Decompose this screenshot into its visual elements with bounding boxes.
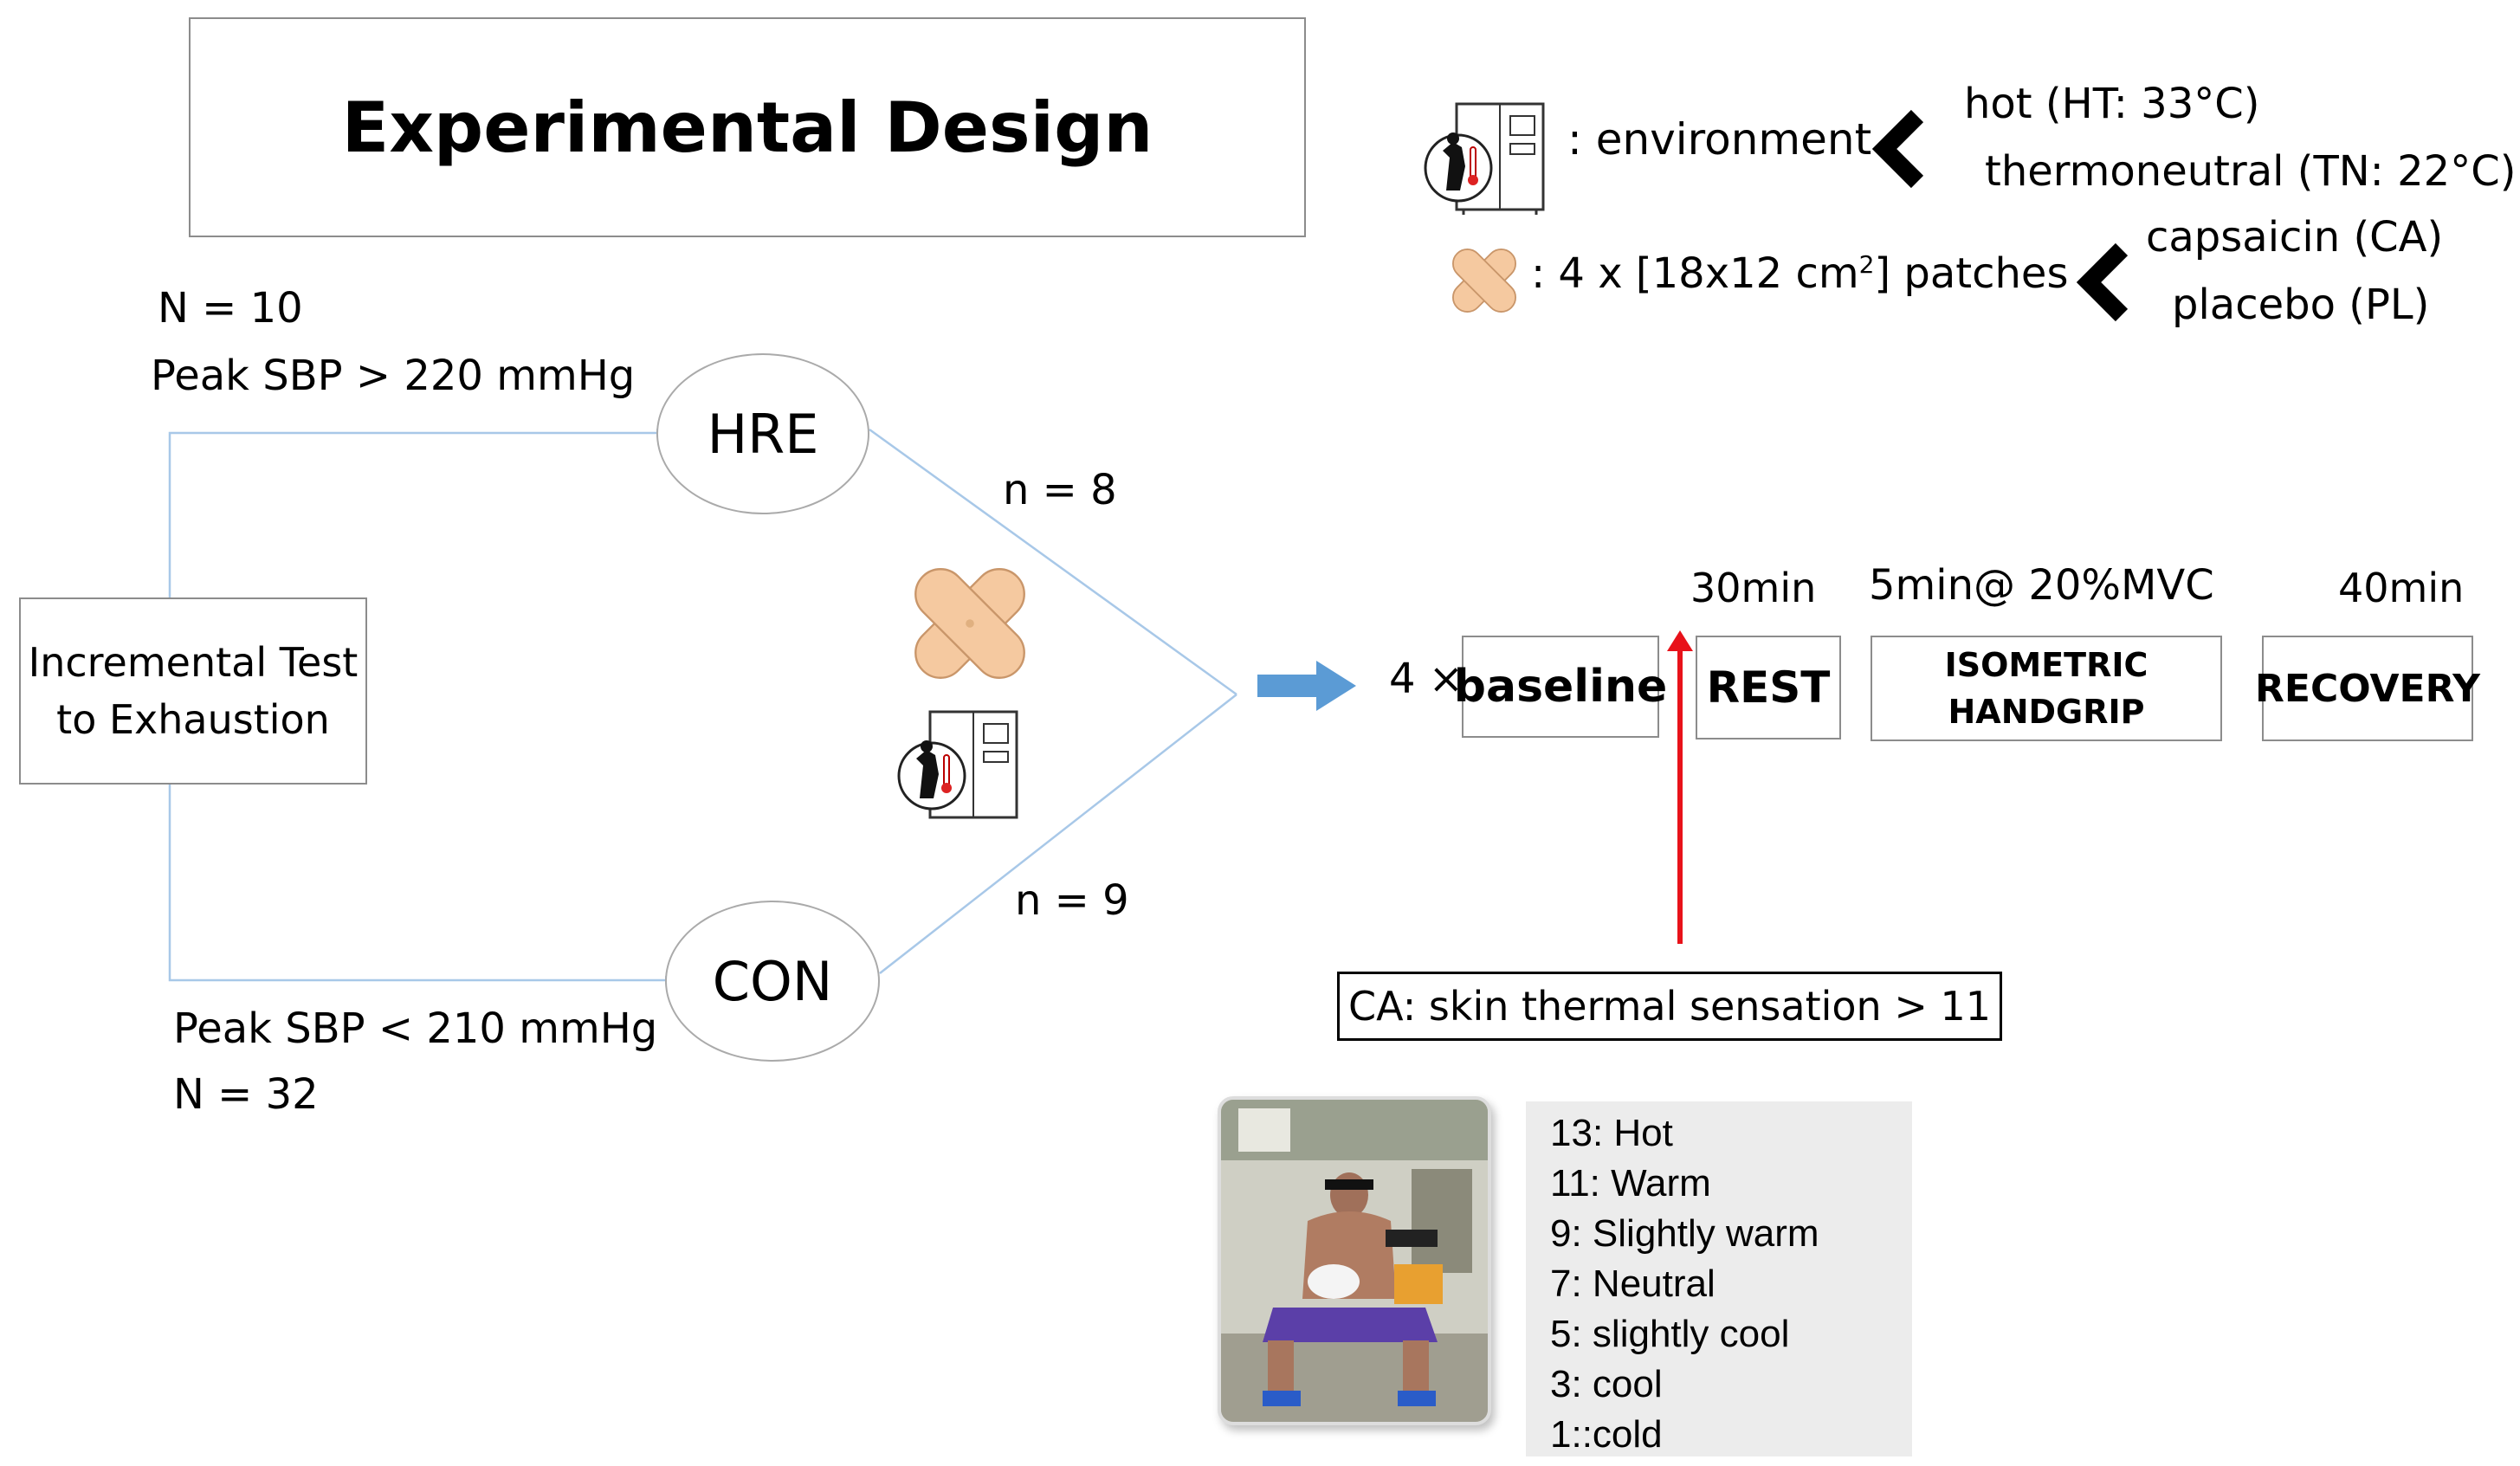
hre-criterion: Peak SBP > 220 mmHg — [151, 352, 636, 400]
con-label: CON — [712, 949, 833, 1013]
hre-ellipse: HRE — [656, 353, 869, 514]
incremental-test-box: Incremental Test to Exhaustion — [19, 597, 367, 785]
rest-label: REST — [1706, 662, 1831, 713]
con-group-n: N = 32 — [173, 1070, 319, 1119]
chevron-environment-icon — [1871, 109, 1924, 189]
hre-label: HRE — [707, 402, 819, 466]
criterion-label: CA: skin thermal sensation > 11 — [1347, 983, 1992, 1030]
baseline-label: baseline — [1453, 661, 1668, 713]
con-criterion: Peak SBP < 210 mmHg — [173, 1004, 658, 1053]
patch-label: : 4 x [18x12 cm2] patches — [1531, 249, 2069, 298]
test-box-line1: Incremental Test — [28, 639, 359, 686]
criterion-box: CA: skin thermal sensation > 11 — [1337, 972, 2002, 1041]
patch-icon-center — [914, 568, 1025, 679]
recovery-box: RECOVERY — [2255, 636, 2480, 741]
test-box-line2: to Exhaustion — [56, 696, 330, 743]
patch-option-placebo: placebo (PL) — [2172, 281, 2430, 329]
recovery-duration: 40min — [2338, 565, 2465, 611]
env-option-hot: hot (HT: 33°C) — [1964, 80, 2260, 128]
patch-icon — [1452, 249, 1516, 313]
hre-subset-n: n = 8 — [1003, 466, 1117, 514]
con-ellipse: CON — [665, 901, 880, 1062]
scale-item: 5: slightly cool — [1550, 1313, 1790, 1355]
rest-box: REST — [1696, 636, 1841, 739]
env-option-thermoneutral: thermoneutral (TN: 22°C) — [1985, 147, 2517, 196]
handgrip-label-1: ISOMETRIC — [1944, 646, 2148, 684]
con-subset-n: n = 9 — [1015, 876, 1129, 925]
scale-item: 13: Hot — [1550, 1112, 1673, 1154]
handgrip-label-2: HANDGRIP — [1948, 693, 2145, 731]
baseline-box: baseline — [1454, 636, 1667, 738]
scale-item: 7: Neutral — [1550, 1263, 1716, 1305]
climate-chamber-icon-center — [897, 710, 1018, 819]
environment-label: : environment — [1567, 114, 1872, 165]
scale-item: 3: cool — [1550, 1363, 1663, 1405]
big-right-arrow — [1257, 661, 1356, 711]
recovery-label: RECOVERY — [2255, 666, 2480, 711]
patch-option-capsaicin: capsaicin (CA) — [2146, 213, 2444, 262]
page-title: Experimental Design — [341, 87, 1153, 168]
hre-group-n: N = 10 — [158, 284, 303, 333]
title-box: Experimental Design — [189, 17, 1306, 237]
participant-photo — [1218, 1096, 1491, 1425]
handgrip-duration: 5min@ 20%MVC — [1869, 561, 2214, 610]
repeat-label: 4 × — [1389, 655, 1464, 703]
scale-item: 9: Slightly warm — [1550, 1212, 1819, 1255]
scale-item: 11: Warm — [1550, 1162, 1711, 1204]
thermal-sensation-scale: 13: Hot 11: Warm 9: Slightly warm 7: Neu… — [1526, 1101, 1912, 1456]
scale-item: 1::cold — [1550, 1413, 1663, 1456]
climate-chamber-icon — [1424, 102, 1545, 215]
rest-duration: 30min — [1690, 565, 1817, 611]
chevron-patches-icon — [2076, 242, 2129, 322]
handgrip-box: ISOMETRIC HANDGRIP — [1871, 636, 2222, 741]
